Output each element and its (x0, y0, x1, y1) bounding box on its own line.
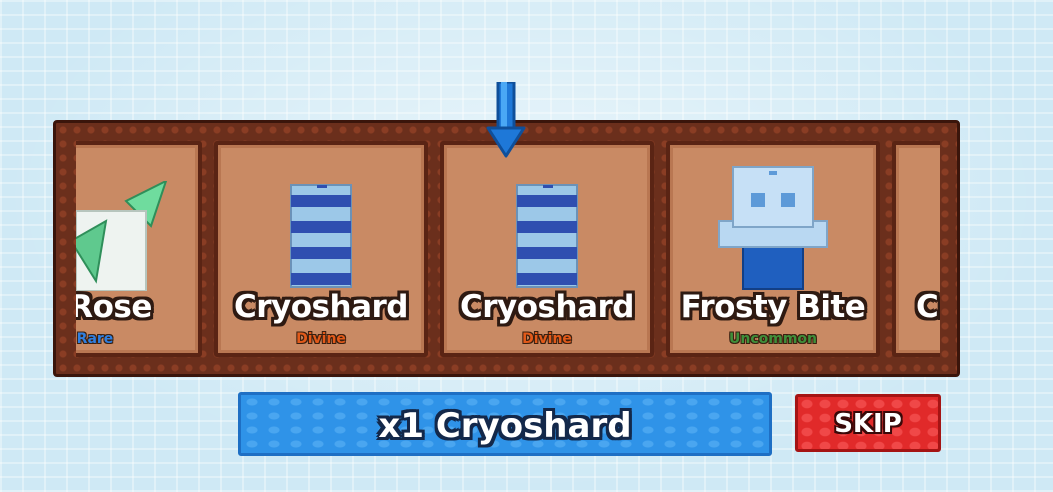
selection-arrow-icon (486, 80, 526, 160)
card-name: o Rose (76, 289, 152, 325)
spinner-card-selected: Cryoshard Divine (440, 141, 654, 357)
card-rarity: Rare (76, 331, 114, 347)
card-name: Cryoshard (234, 289, 408, 325)
frosty-bite-icon (713, 165, 833, 294)
card-rarity: Divine (522, 331, 572, 347)
result-label: x1 Cryoshard (378, 406, 632, 446)
card-name: Cı (916, 289, 940, 325)
spinner-card: o Rose Rare (76, 141, 202, 357)
card-name: Frosty Bite (680, 289, 866, 325)
cryoshard-icon (281, 181, 361, 295)
skip-button[interactable]: SKIP (795, 394, 941, 452)
card-rarity: Uncommon (728, 331, 817, 347)
skip-label: SKIP (834, 409, 902, 439)
rose-icon (76, 179, 176, 295)
card-name: Cryoshard (460, 289, 634, 325)
spinner-card: Cryoshard Divine (214, 141, 428, 357)
cryoshard-icon (507, 181, 587, 295)
spinner-frame: o Rose Rare Cryoshard Divine (53, 120, 960, 377)
spinner-card: Frosty Bite Uncommon (666, 141, 880, 357)
result-banner: x1 Cryoshard (238, 392, 772, 456)
spinner-track: o Rose Rare Cryoshard Divine (76, 141, 940, 357)
spinner-card: Cı (892, 141, 940, 357)
card-rarity: Divine (296, 331, 346, 347)
